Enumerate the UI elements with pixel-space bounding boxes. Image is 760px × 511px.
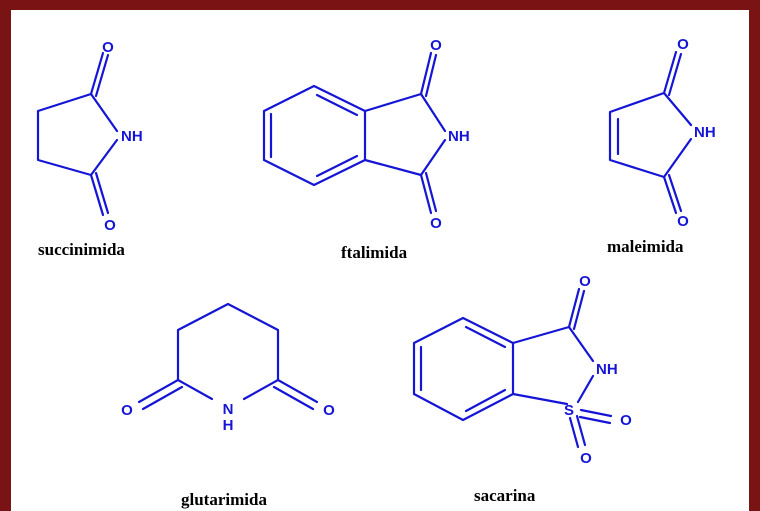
glutarimida-name: glutarimida [181, 490, 267, 509]
sacarina-o-bottom-label: O [580, 450, 592, 467]
glutarimida-h-label: H [223, 417, 234, 434]
glutarimida-o-left-label: O [121, 402, 133, 419]
glutarimida-structure: O N H O glutarimida [121, 302, 335, 509]
succinimida-carbonyl-bottom [89, 171, 110, 217]
maleimida-carbonyl-bottom [662, 173, 683, 215]
ftalimida-imide-ring [363, 92, 447, 177]
maleimida-name: maleimida [607, 237, 684, 256]
ftalimida-carbonyl-bottom [419, 171, 438, 215]
sacarina-o-top-label: O [579, 273, 591, 290]
sacarina-benzene-ring [412, 316, 515, 422]
ftalimida-nh-label: NH [448, 128, 470, 145]
glutarimida-ring-bonds [176, 302, 280, 401]
maleimida-o-top-label: O [677, 36, 689, 53]
ftalimida-benzene-ring [262, 84, 367, 187]
succinimida-structure: O NH O succinimida [36, 39, 143, 259]
sacarina-five-ring [511, 325, 595, 406]
succinimida-nh-label: NH [121, 128, 143, 145]
glutarimida-o-right-label: O [323, 402, 335, 419]
sacarina-carbonyl [567, 287, 586, 331]
succinimida-o-bottom-label: O [104, 217, 116, 234]
ftalimida-o-top-label: O [430, 37, 442, 54]
ftalimida-carbonyl-top [419, 51, 438, 98]
sacarina-structure: O NH S O O sacarina [412, 273, 632, 505]
glutarimida-carbonyl-left [137, 378, 184, 411]
ftalimida-o-bottom-label: O [430, 215, 442, 232]
sacarina-name: sacarina [474, 486, 536, 505]
maleimida-structure: O NH O maleimida [607, 36, 716, 256]
glutarimida-n-label: N [223, 401, 234, 418]
sacarina-benzene-inner-bonds [419, 325, 507, 413]
succinimida-name: succinimida [38, 240, 125, 259]
succinimida-carbonyl-top [89, 51, 110, 98]
glutarimida-carbonyl-right [272, 378, 319, 411]
ftalimida-name: ftalimida [341, 243, 408, 262]
sacarina-sulfonyl-right [578, 408, 613, 425]
sacarina-sulfonyl-bottom [568, 414, 587, 449]
succinimida-ring-bonds [36, 92, 119, 177]
maleimida-ring-bonds [608, 91, 693, 179]
maleimida-nh-label: NH [694, 124, 716, 141]
succinimida-o-top-label: O [102, 39, 114, 56]
maleimida-o-bottom-label: O [677, 213, 689, 230]
maleimida-carbonyl-top [662, 50, 683, 97]
ftalimida-benzene-inner-bonds [269, 93, 359, 178]
sacarina-s-label: S [564, 402, 574, 419]
ftalimida-structure: O NH O ftalimida [262, 37, 470, 262]
sacarina-nh-label: NH [596, 361, 618, 378]
sacarina-o-right-label: O [620, 412, 632, 429]
